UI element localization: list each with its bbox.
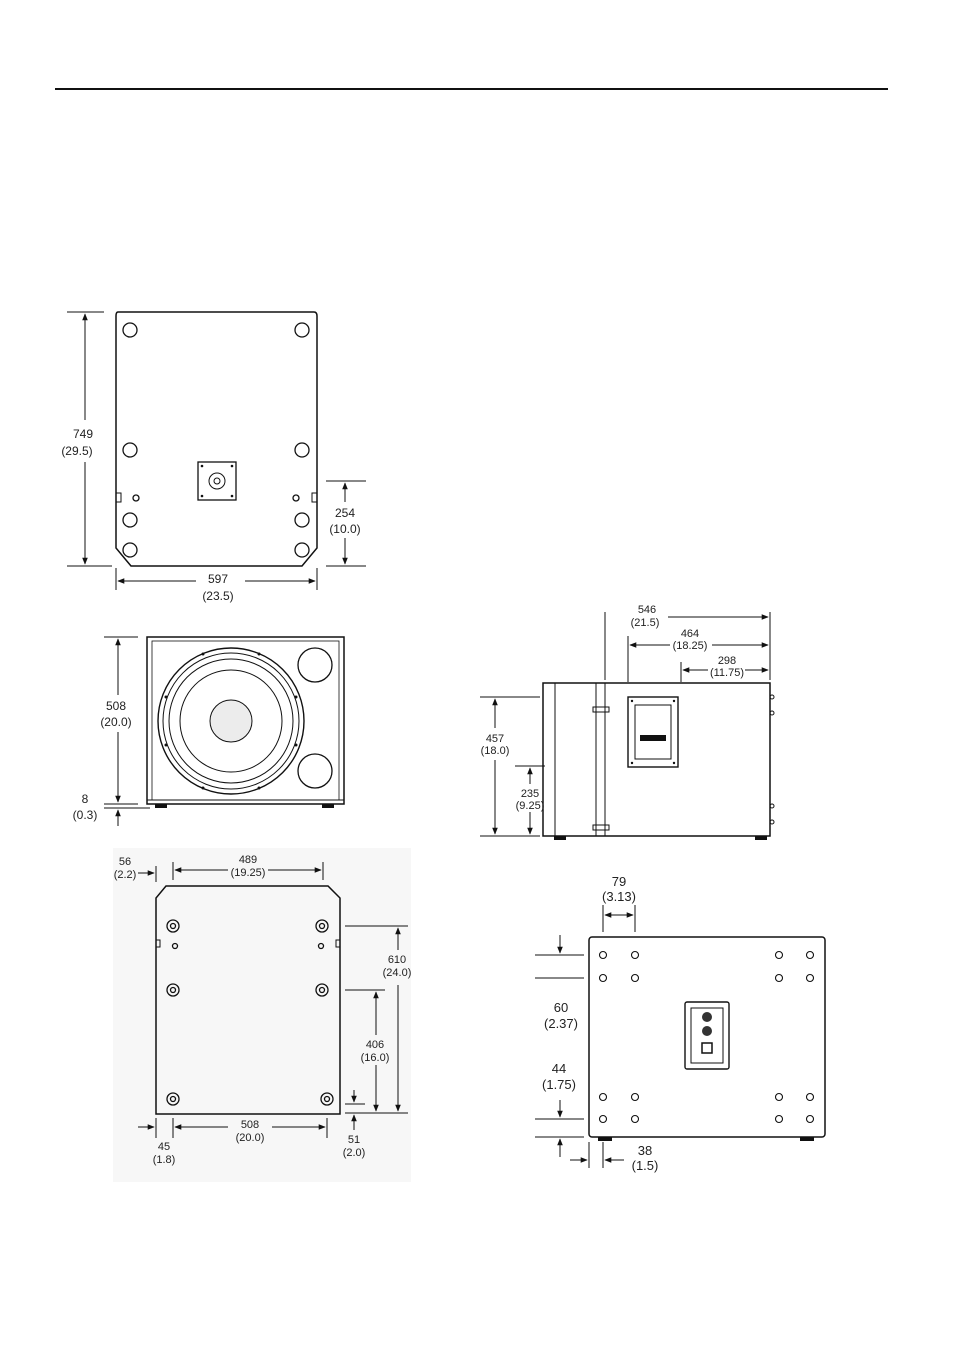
- dim-bottom-mid-in: (16.0): [361, 1052, 390, 1064]
- dim-bottom-top-mm: 489: [239, 854, 257, 866]
- dim-rear-top-mm: 79: [612, 874, 626, 889]
- dim-side-height-in: (18.0): [481, 745, 510, 757]
- front-view: 508 (20.0) 8 (0.3): [73, 636, 345, 826]
- dim-side-height-mm: 457: [486, 733, 504, 745]
- dim-offset-mm: 254: [335, 506, 355, 520]
- connector-panel: [684, 1001, 730, 1070]
- dim-bottom-base-mm: 508: [241, 1119, 259, 1131]
- dim-offset-in: (10.0): [329, 522, 360, 536]
- dim-bottom-bl-mm: 45: [158, 1141, 170, 1153]
- dim-rear-low-in: (1.75): [542, 1077, 576, 1092]
- dim-foot-mm: 8: [82, 792, 89, 806]
- dim-width-in: (23.5): [202, 589, 233, 603]
- dim-rear-low-mm: 44: [552, 1061, 566, 1076]
- dim-handle-in: (9.25): [516, 800, 545, 812]
- dim-front-height-in: (20.0): [100, 715, 131, 729]
- dim-height-mm: 749: [73, 427, 93, 441]
- dim-bottom-left-in: (2.2): [114, 869, 137, 881]
- mount-holes: [122, 322, 310, 558]
- dim-bottom-base-in: (20.0): [236, 1132, 265, 1144]
- handle-cup: [627, 696, 679, 768]
- side-view: 546 (21.5) 464 (18.25) 298 (11.75) 457 (…: [480, 604, 775, 840]
- dim-front-height-mm: 508: [106, 699, 126, 713]
- dim-bottom-mid-mm: 406: [366, 1039, 384, 1051]
- dim-bottom-right-mm: 610: [388, 954, 406, 966]
- top-view: 749 (29.5) 597 (23.5) 254 (10.0): [61, 311, 366, 603]
- dim-depth3-in: (11.75): [710, 667, 744, 679]
- dim-depth2-in: (18.25): [673, 640, 708, 652]
- dim-depth3-mm: 298: [718, 655, 736, 667]
- dim-rear-side-in: (1.5): [632, 1158, 659, 1173]
- dim-depth-in: (21.5): [631, 617, 660, 629]
- dim-bottom-bl-in: (1.8): [153, 1154, 176, 1166]
- dim-depth-mm: 546: [638, 604, 656, 616]
- dim-bottom-br-in: (2.0): [343, 1147, 366, 1159]
- pole-mount-plate: [197, 461, 237, 501]
- dim-depth2-mm: 464: [681, 628, 699, 640]
- dim-rear-side-mm: 38: [638, 1143, 652, 1158]
- dim-rear-mid-mm: 60: [554, 1000, 568, 1015]
- dim-rear-top-in: (3.13): [602, 889, 636, 904]
- dim-rear-mid-in: (2.37): [544, 1016, 578, 1031]
- dim-foot-in: (0.3): [73, 808, 98, 822]
- dim-height-in: (29.5): [61, 444, 92, 458]
- dim-bottom-right-in: (24.0): [383, 967, 412, 979]
- bottom-view: 56 (2.2) 489 (19.25) 610 (24.0) 406 (16.…: [113, 848, 411, 1182]
- dim-width-mm: 597: [208, 572, 228, 586]
- dim-bottom-top-in: (19.25): [231, 867, 266, 879]
- rear-view: 79 (3.13) 60 (2.37) 44 (1.75) 38 (1.5): [535, 874, 826, 1173]
- dim-handle-mm: 235: [521, 788, 539, 800]
- header-rule: [55, 88, 888, 90]
- dim-bottom-left-mm: 56: [119, 856, 131, 868]
- dim-bottom-br-mm: 51: [348, 1134, 360, 1146]
